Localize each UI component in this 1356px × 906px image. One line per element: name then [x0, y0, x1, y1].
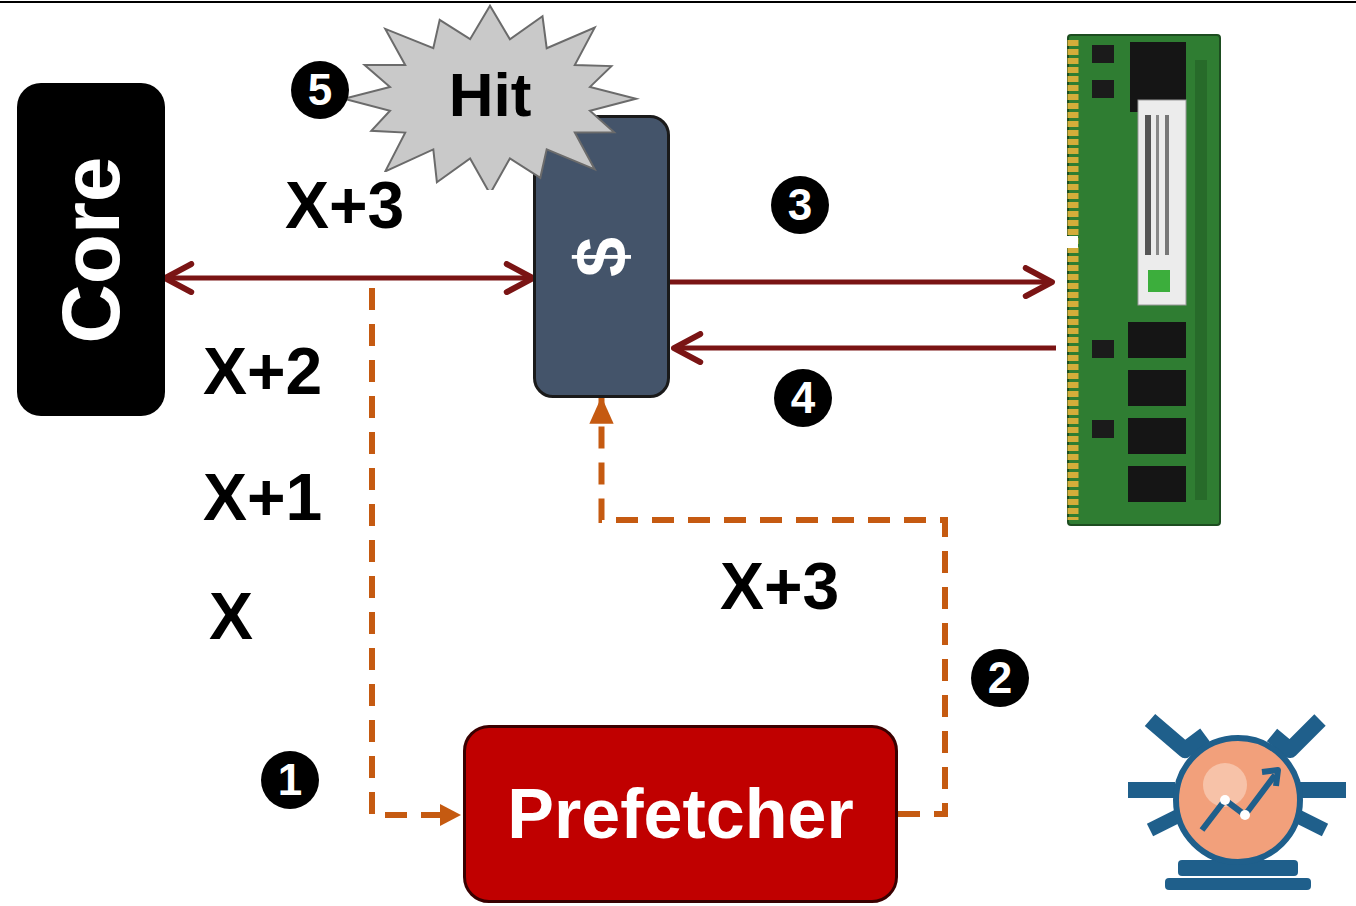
edge-label: X+3 [281, 172, 408, 238]
edge-label: X+3 [716, 553, 843, 619]
callout-number: 5 [291, 61, 349, 119]
node-text: Core [50, 156, 132, 343]
connector [165, 276, 533, 281]
node-text: $ [565, 236, 637, 276]
hit-burst: Hit [340, 0, 640, 190]
core-box: Core [17, 83, 165, 416]
callout-number: 1 [261, 751, 319, 809]
tap-line [372, 288, 452, 815]
callout-number: 3 [771, 176, 829, 234]
address-label: X [209, 583, 253, 649]
burst-outline [344, 6, 636, 190]
address-label: X+1 [203, 464, 322, 530]
callout-number: 4 [774, 369, 832, 427]
memory-module [1064, 35, 1220, 525]
address-label: X+2 [203, 338, 322, 404]
tap-arrowhead [440, 804, 461, 826]
node-text: Hit [449, 64, 532, 126]
cache-box: $ [533, 115, 670, 398]
callout-number: 2 [971, 649, 1029, 707]
response-arrow [674, 346, 1056, 351]
request-arrow [670, 280, 1052, 285]
prefetcher-box: Prefetcher [463, 725, 898, 903]
top-rule [0, 1, 1356, 3]
node-text: Prefetcher [507, 779, 853, 849]
logo [1128, 720, 1346, 890]
